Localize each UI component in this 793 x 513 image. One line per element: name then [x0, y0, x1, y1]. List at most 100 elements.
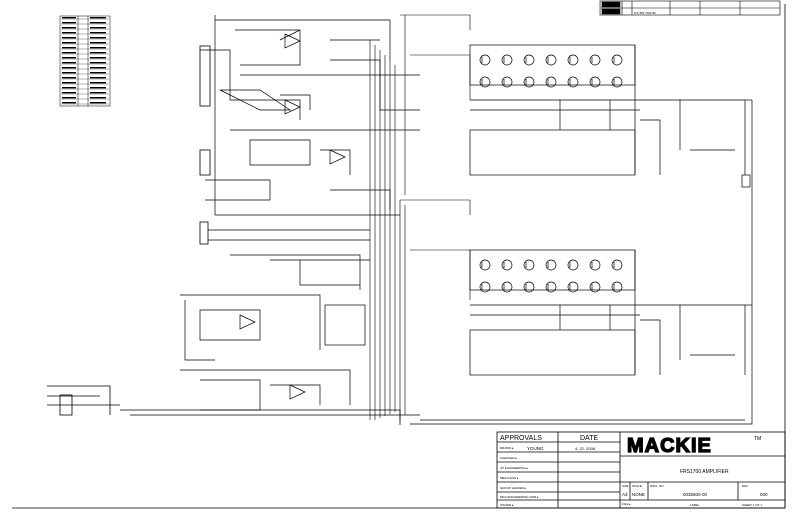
transistor-symbol: [545, 281, 557, 293]
revision-row: ECO/ECN FRS1700: [634, 12, 656, 15]
pin-row-mark: [62, 87, 76, 89]
dwg-no-label: DWG. NO.: [650, 484, 664, 488]
pin-row-mark: [90, 52, 106, 54]
issued-label: ISSUED ▸: [500, 503, 514, 507]
transistor-symbol: [501, 259, 513, 271]
revision-block: [599, 0, 781, 16]
transistor-symbol: [501, 76, 513, 88]
pin-row-mark: [90, 57, 106, 59]
transistor-symbol: [479, 281, 491, 293]
vp-engineering-label: VP ENGINEERING ▸: [500, 466, 529, 470]
pin-row-mark: [62, 47, 76, 49]
output-transistors-upper: [479, 54, 623, 88]
title-block-frame: [496, 431, 786, 509]
connector-pin-rows: [61, 17, 109, 105]
pin-row-mark: [90, 17, 106, 19]
transistor-symbol: [567, 259, 579, 271]
scale-value: NONE: [632, 492, 645, 497]
drawn-by: YOUNG: [527, 446, 544, 451]
output-transistors-lower: [479, 259, 623, 293]
transistor-symbol: [611, 281, 623, 293]
pin-row-mark: [90, 72, 106, 74]
transistor-symbol: [611, 259, 623, 271]
pin-row-mark: [62, 77, 76, 79]
pin-row-mark: [90, 67, 106, 69]
pin-row-mark: [62, 27, 76, 29]
pin-row-mark: [62, 82, 76, 84]
transistor-symbol: [501, 281, 513, 293]
scale-label: SCALE: [632, 484, 642, 488]
transistor-symbol: [501, 54, 513, 66]
transistor-symbol: [545, 54, 557, 66]
pin-row-mark: [62, 52, 76, 54]
amplifier-channel-upper: [469, 44, 752, 188]
output-rail: [410, 100, 753, 425]
pin-row-mark: [62, 22, 76, 24]
transistor-symbol: [523, 259, 535, 271]
pin-row-mark: [90, 32, 106, 34]
mackie-logo: MACKIE: [627, 435, 712, 457]
pin-row-mark: [90, 27, 106, 29]
rev-value: 000: [760, 492, 768, 497]
pin-row-mark: [62, 67, 76, 69]
pin-row-mark: [90, 47, 106, 49]
crossover-circuit: [180, 229, 370, 411]
pin-row-mark: [90, 92, 106, 94]
pin-row-mark: [62, 97, 76, 99]
pin-row-mark: [90, 77, 106, 79]
pin-row-mark: [90, 42, 106, 44]
transistor-symbol: [589, 259, 601, 271]
transistor-symbol: [523, 281, 535, 293]
transistor-symbol: [611, 54, 623, 66]
pin-row-mark: [62, 42, 76, 44]
sheet-label: SHEET 1 OF 1: [742, 503, 762, 507]
transistor-symbol: [479, 259, 491, 271]
drawn-date: 4. 22. 2008: [575, 446, 596, 451]
pin-row-mark: [90, 62, 106, 64]
transistor-symbol: [545, 76, 557, 88]
label-label: LABEL: [690, 503, 700, 507]
drawing-title: FRS1700 AMPLIFIER: [680, 469, 729, 475]
group-leader-label: GROUP LEADER ▸: [500, 486, 527, 490]
pin-row-mark: [62, 32, 76, 34]
transistor-symbol: [479, 54, 491, 66]
preamp-circuit: [200, 15, 420, 216]
transistor-symbol: [611, 76, 623, 88]
approvals-label: APPROVALS: [500, 435, 542, 442]
transistor-symbol: [589, 281, 601, 293]
pin-row-mark: [62, 102, 76, 104]
pin-row-mark: [90, 22, 106, 24]
input-connector: [199, 45, 211, 245]
rev-label: REV: [742, 484, 748, 488]
date-label: DATE: [580, 435, 598, 442]
transistor-symbol: [545, 259, 557, 271]
size-label: SIZE: [622, 484, 629, 488]
transistor-symbol: [589, 76, 601, 88]
transistor-symbol: [567, 76, 579, 88]
logo-trademark: TM: [754, 436, 761, 442]
transistor-symbol: [567, 54, 579, 66]
mech-eng-label: MECH ENG ▸: [500, 476, 519, 480]
checked-label: CHECKED ▸: [500, 456, 518, 460]
size-value: A3: [622, 492, 628, 497]
pin-row-mark: [90, 87, 106, 89]
pin-row-mark: [90, 82, 106, 84]
pin-row-mark: [62, 37, 76, 39]
pin-row-mark: [62, 72, 76, 74]
pin-row-mark: [90, 102, 106, 104]
mfg-engineering-label: MFG ENGINEERING MGR ▸: [500, 495, 539, 499]
pin-row-mark: [62, 62, 76, 64]
transistor-symbol: [523, 76, 535, 88]
transistor-symbol: [567, 281, 579, 293]
bus-wiring: [369, 14, 471, 420]
power-connector: [47, 385, 420, 425]
file-label: FILE ▸: [622, 502, 631, 506]
dwg-no-value: 0035500-00: [683, 492, 708, 497]
drawn-label: DRAWN ▸: [500, 446, 514, 450]
pin-row-mark: [90, 97, 106, 99]
pin-row-mark: [90, 37, 106, 39]
transistor-symbol: [479, 76, 491, 88]
pin-row-mark: [62, 57, 76, 59]
pin-row-mark: [62, 17, 76, 19]
